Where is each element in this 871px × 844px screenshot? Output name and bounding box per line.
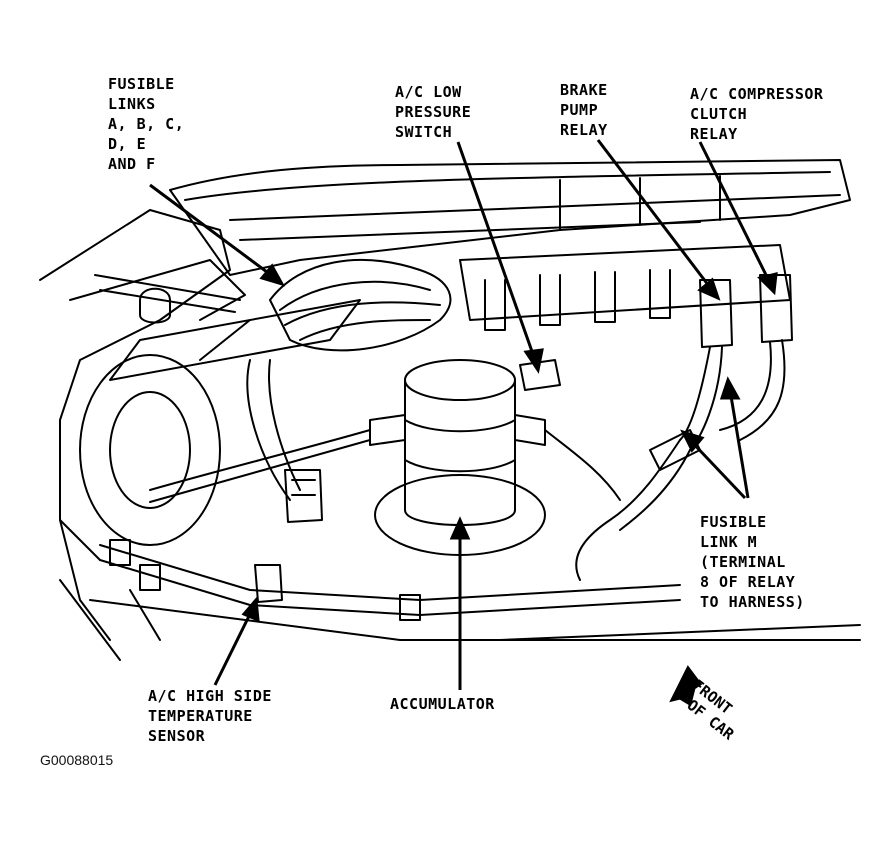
arrowhead-high-side — [241, 596, 260, 623]
label-line: D, E — [108, 135, 147, 153]
arrow-fusible-m-a — [688, 438, 747, 500]
harness-bundle-left — [246, 359, 301, 501]
arrowhead-clutch-relay — [757, 272, 778, 296]
right-harness — [575, 439, 691, 581]
label-line: AND F — [108, 155, 156, 173]
strut-ring-outer — [79, 354, 221, 546]
brake-relay — [699, 279, 733, 348]
label-line: TO HARNESS) — [700, 593, 805, 611]
accumulator-fitting-right — [514, 414, 546, 446]
arrowhead-low-pressure — [523, 348, 544, 374]
bracket-plate — [109, 299, 361, 381]
sensor-connector — [284, 469, 323, 523]
label-line: A/C HIGH SIDE — [148, 687, 272, 705]
label-line: 8 OF RELAY — [700, 573, 796, 591]
label-ac-high-side-temp-sensor: A/C HIGH SIDE TEMPERATURE SENSOR — [148, 686, 272, 746]
label-accumulator: ACCUMULATOR — [390, 694, 495, 714]
accumulator-fitting-left — [369, 414, 406, 446]
label-line: PRESSURE — [395, 103, 472, 121]
accumulator-body — [404, 379, 516, 526]
arrowhead-brake-relay — [697, 277, 721, 301]
label-line: LINK M — [700, 533, 758, 551]
bracket-bolt — [139, 287, 171, 324]
accumulator-bands — [404, 419, 516, 473]
front-of-car-arrow — [669, 665, 703, 707]
label-line: BRAKE — [560, 81, 608, 99]
relay-wires — [679, 339, 786, 451]
ac-line-fittings — [109, 539, 421, 621]
label-line: A, B, C, — [108, 115, 185, 133]
arrow-high-side — [213, 609, 254, 686]
arrow-brake-relay — [596, 139, 714, 291]
label-brake-pump-relay: BRAKE PUMP RELAY — [560, 80, 608, 140]
label-line: FUSIBLE — [700, 513, 767, 531]
arrow-clutch-relay — [698, 141, 772, 284]
arrow-fusible-links — [149, 183, 276, 280]
arrowhead-fusible-links — [259, 263, 286, 287]
label-line: (TERMINAL — [700, 553, 786, 571]
arrow-fusible-m-b — [728, 389, 750, 499]
label-line: ACCUMULATOR — [390, 695, 495, 713]
relay-tabs — [484, 269, 671, 331]
strut-tower — [69, 259, 246, 321]
label-line: SENSOR — [148, 727, 206, 745]
label-line: TEMPERATURE — [148, 707, 253, 725]
rod-left — [94, 274, 241, 313]
figure-id: G00088015 — [40, 752, 114, 768]
label-line: CLUTCH — [690, 105, 748, 123]
label-line: SWITCH — [395, 123, 453, 141]
cowl-inner-edge — [184, 171, 831, 201]
lower-panel — [89, 589, 861, 641]
label-line: A/C COMPRESSOR — [690, 85, 824, 103]
lower-rail — [59, 579, 861, 661]
label-ac-compressor-clutch-relay: A/C COMPRESSOR CLUTCH RELAY — [690, 84, 823, 144]
label-line: RELAY — [560, 121, 608, 139]
clutch-relay — [759, 274, 793, 343]
label-line: LINKS — [108, 95, 156, 113]
fusible-wires — [279, 280, 441, 341]
label-fusible-link-m: FUSIBLE LINK M (TERMINAL 8 OF RELAY TO H… — [700, 512, 805, 612]
arrowhead-fusible-m-a — [680, 429, 705, 453]
ac-line-lower — [99, 544, 681, 616]
ac-line-left — [149, 429, 371, 503]
cowl-panel — [169, 159, 851, 276]
label-line: A/C LOW — [395, 83, 462, 101]
label-line: PUMP — [560, 101, 599, 119]
label-ac-low-pressure-switch: A/C LOW PRESSURE SWITCH — [395, 82, 471, 142]
accumulator-top — [404, 359, 516, 401]
ac-line-right — [544, 429, 621, 501]
fender-outline — [39, 209, 231, 561]
label-fusible-links: FUSIBLE LINKS A, B, C, D, E AND F — [108, 74, 184, 174]
arrow-low-pressure — [456, 141, 537, 361]
low-pressure-switch — [519, 359, 561, 391]
label-line: FUSIBLE — [108, 75, 175, 93]
label-line: RELAY — [690, 125, 738, 143]
arrowhead-accumulator — [449, 516, 471, 540]
relay-bank — [459, 244, 791, 321]
high-side-sensor — [254, 564, 283, 603]
fusible-harness — [269, 259, 452, 352]
wheelhouse-edge — [59, 319, 251, 641]
arrowhead-fusible-m-b — [719, 376, 741, 400]
cowl-rail — [229, 194, 841, 241]
strut-ring-inner — [109, 391, 191, 509]
